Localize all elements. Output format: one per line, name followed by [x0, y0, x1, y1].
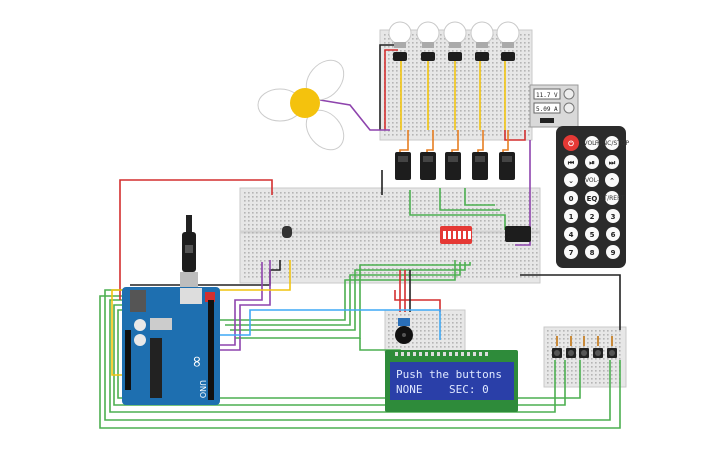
- svg-text:3: 3: [611, 213, 616, 221]
- svg-text:⏭: ⏭: [609, 159, 616, 167]
- push-button[interactable]: [552, 336, 562, 358]
- transistor: [475, 52, 489, 61]
- svg-text:EQ: EQ: [587, 195, 598, 203]
- light-bulb: [416, 21, 440, 48]
- push-button[interactable]: [566, 336, 576, 358]
- arduino-uno-board: ∞ UNO: [122, 287, 220, 405]
- digit-6-button[interactable]: 6: [606, 227, 620, 241]
- current-knob[interactable]: [563, 102, 575, 114]
- push-button[interactable]: [607, 336, 617, 358]
- dip-switch[interactable]: [440, 226, 472, 244]
- usb-cable: [180, 215, 198, 292]
- digit-1-button[interactable]: 1: [564, 209, 578, 223]
- svg-text:7: 7: [569, 249, 574, 257]
- svg-text:VOL-: VOL-: [585, 177, 599, 184]
- arduino-brand: UNO: [198, 380, 207, 398]
- lcd-line-1: Push the buttons: [396, 368, 502, 381]
- push-button[interactable]: [579, 336, 589, 358]
- svg-text:5: 5: [590, 231, 595, 239]
- potentiometer[interactable]: [398, 318, 410, 326]
- dip-switch-toggle[interactable]: [448, 231, 451, 239]
- transistor: [421, 52, 435, 61]
- svg-text:ST/REPT: ST/REPT: [600, 195, 625, 202]
- arduino-logo: ∞: [188, 355, 207, 368]
- transistor: [393, 52, 407, 61]
- svg-text:⏯: ⏯: [589, 159, 595, 167]
- relay: [420, 152, 436, 180]
- svg-text:4: 4: [569, 231, 574, 239]
- svg-text:9: 9: [611, 249, 616, 257]
- digit-9-button[interactable]: 9: [606, 245, 620, 259]
- svg-text:1: 1: [569, 213, 574, 221]
- svg-text:⏻: ⏻: [568, 140, 574, 148]
- dip-switch-toggle[interactable]: [458, 231, 461, 239]
- relay: [395, 152, 411, 180]
- light-bulbs: [388, 21, 520, 61]
- light-bulb: [496, 21, 520, 48]
- supply-current: 5.09 A: [536, 106, 558, 113]
- digit-4-button[interactable]: 4: [564, 227, 578, 241]
- vol-up-button[interactable]: VOL+: [583, 136, 601, 150]
- st-rept-button[interactable]: ST/REPT: [600, 191, 625, 205]
- vol-down-button[interactable]: VOL-: [585, 173, 599, 187]
- svg-text:0: 0: [569, 195, 574, 203]
- svg-text:2: 2: [590, 213, 595, 221]
- svg-text:6: 6: [611, 231, 616, 239]
- svg-text:VOL+: VOL+: [583, 140, 600, 147]
- previous-button[interactable]: ⏮: [564, 155, 578, 169]
- light-bulb: [443, 21, 467, 48]
- svg-text:8: 8: [590, 249, 595, 257]
- svg-text:⌃: ⌃: [609, 177, 615, 185]
- digit-5-button[interactable]: 5: [585, 227, 599, 241]
- supply-voltage: 11.7 V: [536, 92, 558, 99]
- power-supply: 11.7 V 5.09 A: [529, 84, 579, 128]
- buzzer: [395, 326, 413, 344]
- digit-2-button[interactable]: 2: [585, 209, 599, 223]
- relay: [499, 152, 515, 180]
- light-bulb: [388, 21, 412, 48]
- light-bulb: [470, 21, 494, 48]
- power-button[interactable]: [563, 135, 579, 151]
- digit-7-button[interactable]: 7: [564, 245, 578, 259]
- dip-switch-toggle[interactable]: [453, 231, 456, 239]
- svg-text:FUNC/STOP: FUNC/STOP: [595, 140, 630, 147]
- dip-switch-toggle[interactable]: [443, 231, 446, 239]
- relay-modules: [395, 152, 515, 180]
- lcd-display: Push the buttons NONE SEC: 0: [385, 350, 518, 412]
- relay: [472, 152, 488, 180]
- temperature-sensor: [282, 226, 292, 238]
- relay: [445, 152, 461, 180]
- transistor: [448, 52, 462, 61]
- transistor: [501, 52, 515, 61]
- digit-0-button[interactable]: 0: [564, 191, 578, 205]
- digit-8-button[interactable]: 8: [585, 245, 599, 259]
- func-stop-button[interactable]: FUNC/STOP: [595, 136, 630, 150]
- play-pause-button[interactable]: ⏯: [585, 155, 599, 169]
- svg-text:⌄: ⌄: [568, 177, 574, 185]
- relay-extra: [505, 226, 531, 242]
- down-button[interactable]: ⌄: [564, 173, 578, 187]
- push-buttons[interactable]: [552, 336, 617, 358]
- eq-button[interactable]: EQ: [585, 191, 599, 205]
- svg-text:⏮: ⏮: [568, 159, 575, 167]
- dip-switch-toggle[interactable]: [463, 231, 466, 239]
- fan-icon: [257, 59, 345, 151]
- lcd-line-2: NONE SEC: 0: [396, 383, 489, 396]
- dip-switch-toggle[interactable]: [468, 231, 471, 239]
- digit-3-button[interactable]: 3: [606, 209, 620, 223]
- voltage-knob[interactable]: [563, 88, 575, 100]
- push-button[interactable]: [593, 336, 603, 358]
- up-button[interactable]: ⌃: [605, 173, 619, 187]
- next-button[interactable]: ⏭: [605, 155, 619, 169]
